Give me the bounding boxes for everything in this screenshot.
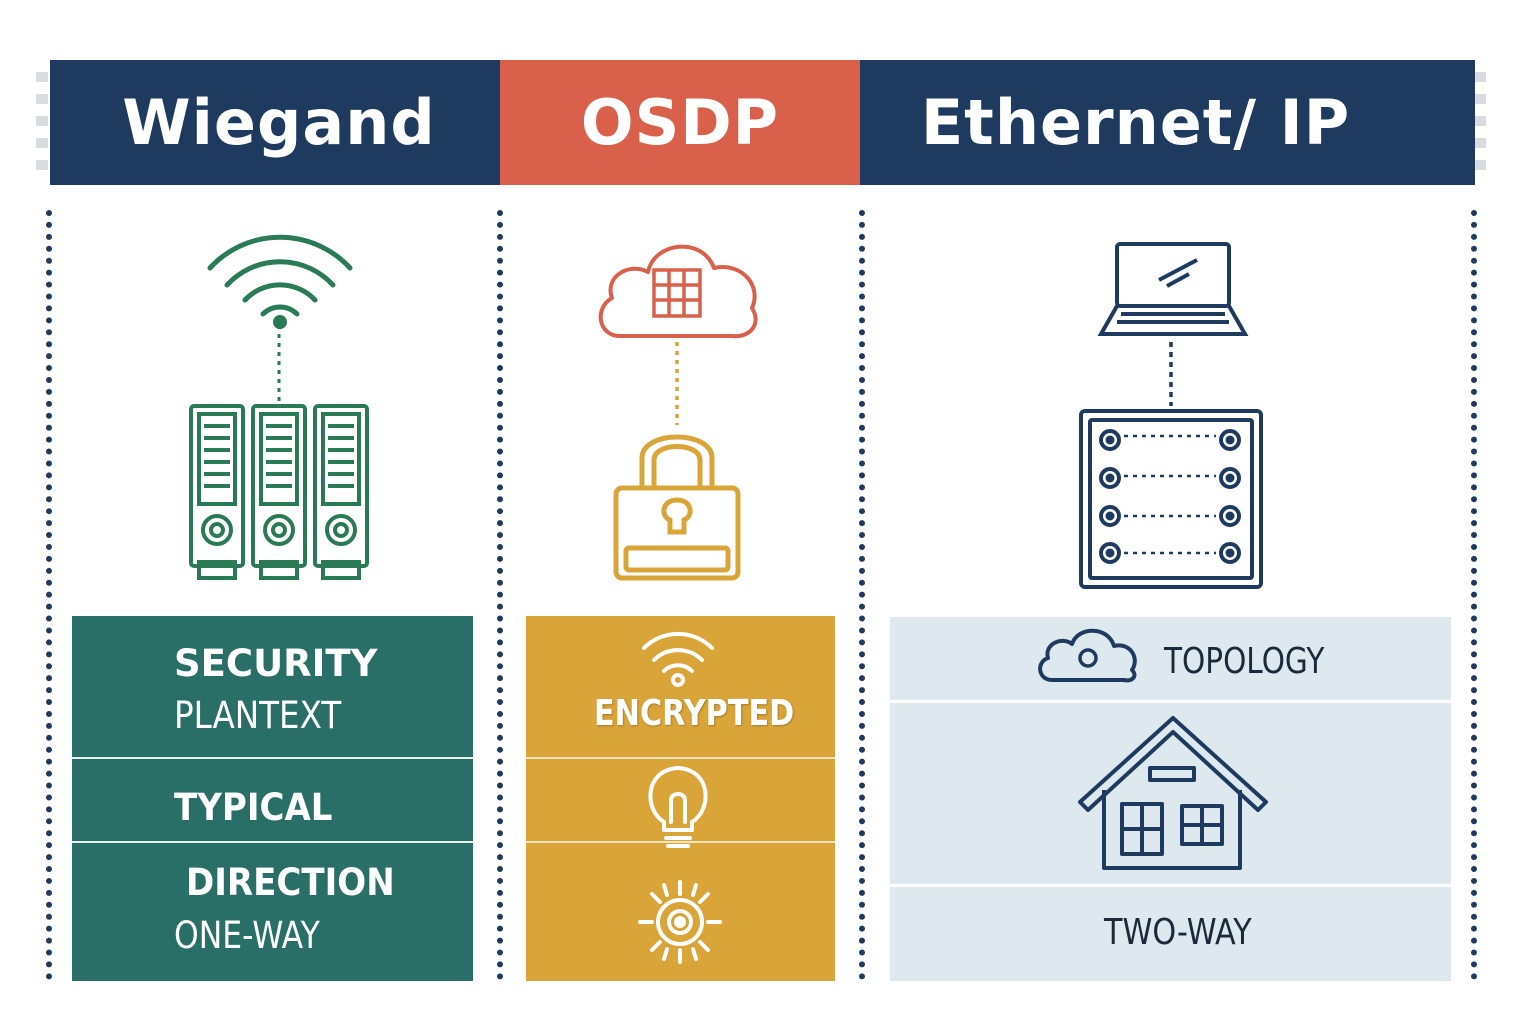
server-rack-icon — [189, 404, 369, 580]
wiegand-direction-value: ONE-WAY — [174, 914, 320, 957]
wiegand-row-divider-1 — [72, 757, 473, 759]
ethernet-row-divider-2 — [890, 884, 1451, 887]
header-ethernet: Ethernet/ IP — [860, 60, 1475, 185]
ethernet-info-panel — [890, 617, 1451, 981]
divider-osdp-ethernet — [859, 210, 865, 980]
padlock-icon — [613, 434, 741, 581]
patch-panel-icon — [1079, 409, 1263, 589]
cloud-lock-connector — [675, 342, 679, 425]
wiegand-typical-label: TYPICAL — [174, 786, 333, 829]
wiegand-security-value: PLANTEXT — [174, 694, 342, 737]
osdp-row-divider-1 — [526, 757, 835, 759]
wifi-connector-line — [277, 325, 281, 403]
wiegand-info-panel — [72, 616, 473, 981]
divider-left — [46, 210, 52, 980]
laptop-icon — [1097, 242, 1249, 336]
right-edge-ridge — [1474, 72, 1486, 182]
wiegand-row-divider-2 — [72, 841, 473, 843]
osdp-row-divider-2 — [526, 841, 835, 843]
laptop-panel-connector — [1169, 342, 1173, 406]
wifi-small-icon — [642, 631, 714, 687]
osdp-encrypted-label: ENCRYPTED — [594, 693, 795, 734]
header-osdp-title: OSDP — [580, 86, 780, 159]
ethernet-row-divider-1 — [890, 700, 1451, 703]
header-osdp: OSDP — [500, 60, 860, 185]
header-wiegand-title: Wiegand — [122, 86, 436, 159]
header-wiegand: Wiegand — [50, 60, 500, 185]
divider-right — [1471, 210, 1477, 980]
lightbulb-icon — [648, 766, 708, 848]
wifi-icon — [207, 234, 353, 329]
gear-icon — [638, 880, 722, 964]
cloud-icon — [1038, 628, 1137, 683]
ethernet-direction-value: TWO-WAY — [1104, 912, 1252, 953]
header-ethernet-title: Ethernet/ IP — [920, 86, 1351, 159]
left-edge-ridge — [36, 72, 48, 182]
cloud-grid-icon — [598, 244, 758, 339]
wiegand-security-label: SECURITY — [174, 642, 378, 685]
house-icon — [1078, 716, 1268, 870]
ethernet-topology-label: TOPOLOGY — [1164, 641, 1325, 682]
wiegand-direction-label: DIRECTION — [186, 861, 395, 904]
divider-wiegand-osdp — [497, 210, 503, 980]
